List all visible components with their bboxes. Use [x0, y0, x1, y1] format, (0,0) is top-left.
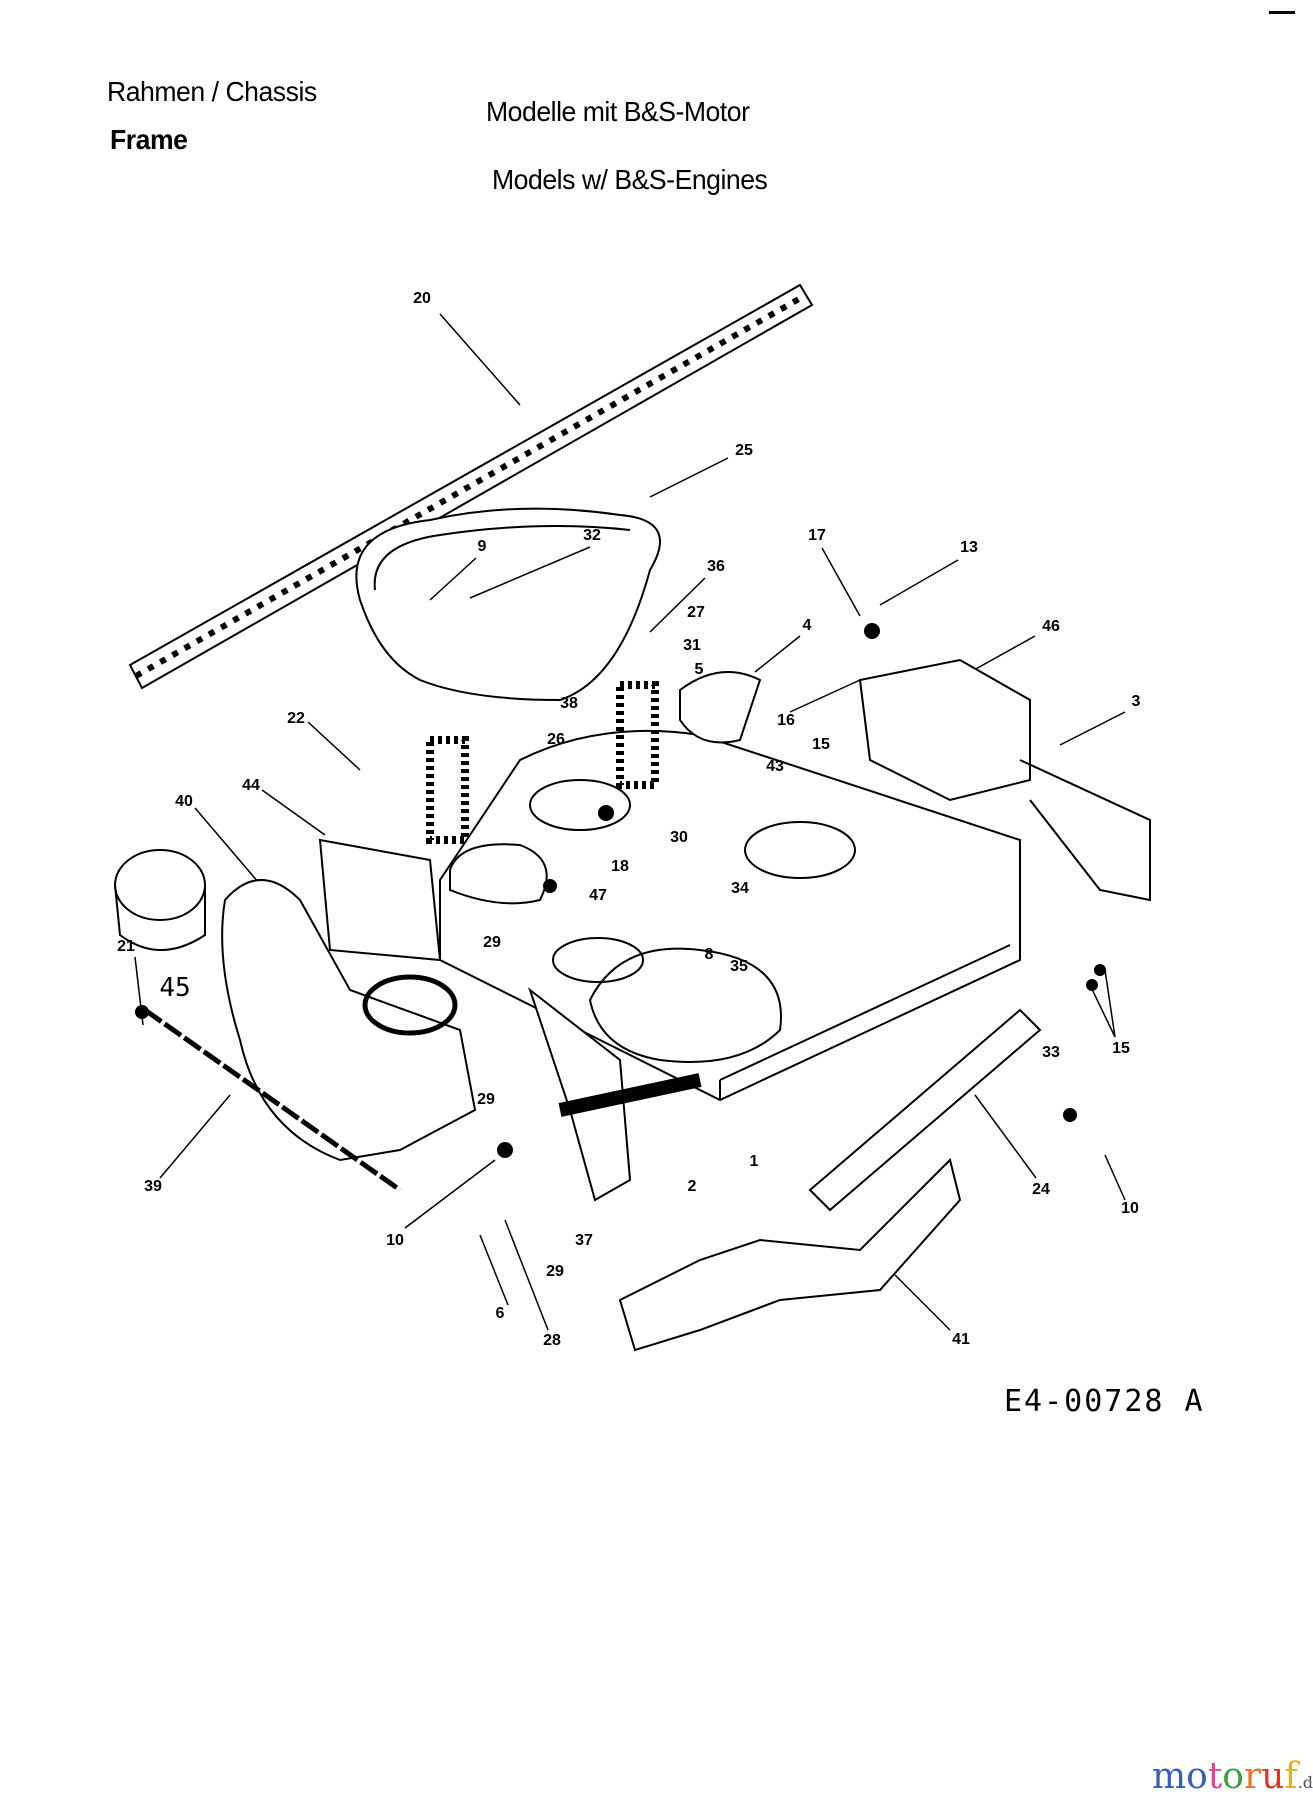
part-label: 6	[495, 1305, 505, 1322]
part-label: 27	[687, 604, 705, 621]
part-label: 26	[547, 731, 565, 748]
part-label: 10	[386, 1232, 404, 1249]
part-label: 8	[704, 946, 714, 963]
part-label: 16	[777, 712, 795, 729]
part-label: 17	[808, 527, 826, 544]
part-label: 47	[589, 887, 607, 904]
part-label: 29	[477, 1091, 495, 1108]
part-label: 46	[1042, 618, 1060, 635]
part-label: 41	[952, 1331, 970, 1348]
part-label: 43	[766, 758, 784, 775]
part-label: 40	[175, 793, 193, 810]
watermark-tld: .de	[1297, 1773, 1313, 1792]
watermark-brand: motoruf	[1152, 1756, 1298, 1797]
part-label: 4	[802, 617, 812, 634]
models-german: Modelle mit B&S-Motor	[486, 96, 750, 127]
diagram-code: E4-00728 A	[1004, 1384, 1205, 1419]
watermark-letter: m	[1152, 1756, 1187, 1797]
part-label: 3	[1131, 693, 1141, 710]
watermark-letter: o	[1186, 1756, 1208, 1797]
part-label: 36	[707, 558, 725, 575]
part-label: 2	[687, 1178, 697, 1195]
watermark-letter: o	[1222, 1756, 1244, 1797]
part-label: 33	[1042, 1044, 1060, 1061]
title-english: Frame	[110, 124, 188, 155]
part-label: 38	[560, 695, 578, 712]
part-label: 44	[242, 777, 260, 794]
part-label: 34	[731, 880, 749, 897]
part-label: 5	[694, 661, 704, 678]
part-label: 32	[583, 527, 601, 544]
part-label: 39	[144, 1178, 162, 1195]
part-label: 28	[543, 1332, 561, 1349]
part-label: 29	[546, 1263, 564, 1280]
watermark-letter: t	[1207, 1756, 1223, 1797]
part-label: 15	[812, 736, 830, 753]
corner-mark	[1269, 11, 1295, 14]
watermark-letter: r	[1243, 1756, 1262, 1797]
part-label: 37	[575, 1232, 593, 1249]
part-label: 35	[730, 958, 748, 975]
part-label: 10	[1121, 1200, 1139, 1217]
part-fuel-tank	[221, 879, 477, 1162]
part-label: 1	[749, 1153, 759, 1170]
watermark-letter: f	[1284, 1756, 1298, 1797]
part-label: 30	[670, 829, 688, 846]
part-label: 20	[413, 290, 431, 307]
part-label: 18	[611, 858, 629, 875]
title-german: Rahmen / Chassis	[107, 76, 317, 107]
part-label: 45	[159, 973, 191, 1003]
part-spring-bar	[128, 283, 814, 690]
part-label: 24	[1032, 1181, 1050, 1198]
part-label: 31	[683, 637, 701, 654]
part-seat-bracket	[858, 658, 1031, 802]
part-label: 22	[287, 710, 305, 727]
watermark-letter: u	[1261, 1756, 1285, 1797]
part-label: 21	[117, 938, 135, 955]
part-lower-bracket	[618, 1158, 962, 1352]
watermark-logo: motoruf.de	[1152, 1756, 1313, 1797]
part-label: 13	[960, 539, 978, 556]
models-english: Models w/ B&S-Engines	[492, 164, 768, 195]
part-label: 25	[735, 442, 753, 459]
part-label: 29	[483, 934, 501, 951]
part-seat-pan	[355, 507, 661, 702]
part-label: 9	[477, 538, 487, 555]
leader-lines	[134, 313, 1126, 1331]
part-label: 15	[1112, 1040, 1130, 1057]
